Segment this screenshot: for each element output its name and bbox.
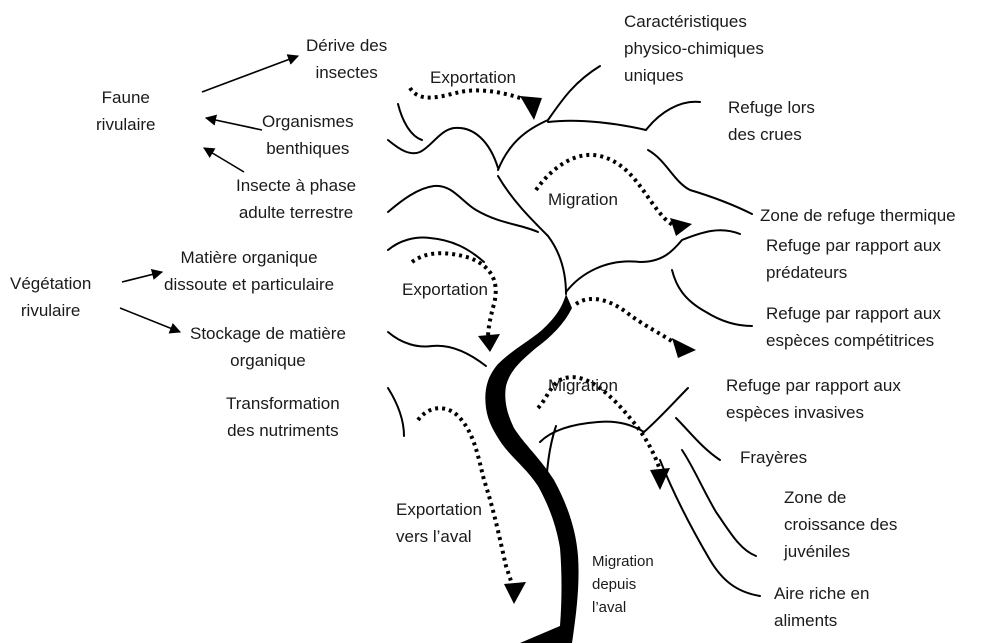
stream-left-mid xyxy=(387,184,539,233)
label-organismes-benthiques: Organismes benthiques xyxy=(262,112,354,158)
arrowhead-exportation-mid xyxy=(478,334,500,352)
label-caracteristiques: Caractéristiques physico-chimiques uniqu… xyxy=(624,12,764,85)
label-refuge-competitrices: Refuge par rapport aux espèces compétitr… xyxy=(766,304,941,350)
dotted-exportation-aval xyxy=(416,406,516,591)
label-refuge-invasives: Refuge par rapport aux espèces invasives xyxy=(726,376,901,422)
label-refuge-predateurs: Refuge par rapport aux prédateurs xyxy=(766,236,941,282)
label-derive-insectes: Dérive des insectes xyxy=(306,36,388,82)
stream-lower-left xyxy=(387,331,487,367)
stream-top-left xyxy=(387,126,499,169)
arrow-benthiques-to-faune xyxy=(204,114,263,131)
label-faune-rivulaire: Faune rivulaire xyxy=(96,88,156,134)
stream-frayeres xyxy=(675,417,721,461)
stream-aliments xyxy=(659,459,761,597)
arrow-vegetation-to-matiere xyxy=(121,269,164,283)
label-matiere-organique: Matière organique dissoute et particulai… xyxy=(164,248,335,294)
arrowhead-exportation-top xyxy=(520,96,542,120)
dotted-arrowheads xyxy=(478,96,696,604)
label-refuge-crues: Refuge lors des crues xyxy=(728,98,815,144)
dotted-exportation-mid xyxy=(410,251,498,339)
label-exportation-top: Exportation xyxy=(430,68,516,87)
stream-lower-left-small xyxy=(387,387,405,437)
dotted-flow-arrows xyxy=(408,86,678,591)
label-stockage-matiere: Stockage de matière organique xyxy=(190,324,346,370)
label-refuge-thermique: Zone de refuge thermique xyxy=(760,206,956,225)
stream-upper-trunk xyxy=(497,65,601,171)
label-vegetation-rivulaire: Végétation rivulaire xyxy=(10,274,92,320)
stream-predateurs xyxy=(671,269,753,327)
label-exportation-mid: Exportation xyxy=(402,280,488,299)
connector-arrows xyxy=(119,54,300,334)
stream-crues xyxy=(647,149,753,215)
dotted-exportation-top xyxy=(408,86,527,102)
label-migration-top: Migration xyxy=(548,190,618,209)
arrowhead-migration-top xyxy=(670,218,692,236)
arrow-vegetation-to-stockage xyxy=(119,307,182,334)
label-migration-aval: Migration depuis l’aval xyxy=(592,553,654,616)
stream-bottom-left xyxy=(545,425,557,499)
label-migration-mid: Migration xyxy=(548,376,618,395)
arrowhead-migration-mid xyxy=(672,338,696,358)
arrowhead-exportation-aval xyxy=(504,582,526,604)
label-aire-aliments: Aire riche en aliments xyxy=(774,584,870,630)
dotted-migration-mid xyxy=(574,296,678,346)
label-transformation-nutriments: Transformation des nutriments xyxy=(226,394,340,440)
stream-lower-right xyxy=(539,387,689,443)
stream-left-low xyxy=(387,236,485,263)
stream-upper-mid xyxy=(497,175,567,295)
dotted-migration-low xyxy=(536,375,662,471)
stream-upper-right xyxy=(547,100,701,132)
arrowhead-migration-low xyxy=(650,468,670,490)
label-zone-juveniles: Zone de croissance des juvéniles xyxy=(784,488,898,561)
tributary-lines xyxy=(387,65,761,597)
stream-top-left-small xyxy=(397,103,423,141)
arrow-insecte-to-faune xyxy=(203,147,245,173)
stream-right-mid xyxy=(565,229,741,293)
label-insecte-adulte: Insecte à phase adulte terrestre xyxy=(236,176,357,222)
arrow-faune-to-derive xyxy=(201,54,300,93)
label-exportation-aval: Exportation vers l’aval xyxy=(396,500,482,546)
stream-juveniles xyxy=(681,449,757,557)
label-frayeres: Frayères xyxy=(740,448,808,467)
main-river-channel xyxy=(485,294,579,643)
